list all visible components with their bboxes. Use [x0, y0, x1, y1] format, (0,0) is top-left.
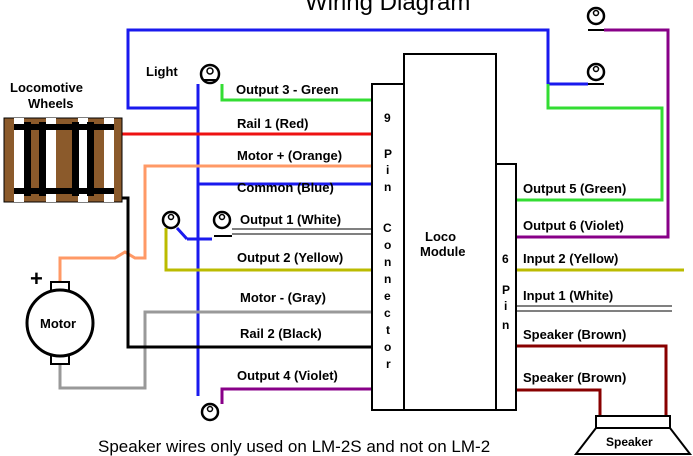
label-speaker-brown-1: Speaker (Brown) — [523, 327, 626, 342]
footnote: Speaker wires only used on LM-2S and not… — [98, 437, 490, 456]
wire-output5-green — [516, 84, 664, 202]
connector-6pin-letters: 6 P i n — [502, 252, 510, 332]
wire-output1-white — [232, 228, 372, 235]
svg-text:o: o — [384, 340, 391, 354]
label-common-blue: Common (Blue) — [237, 180, 334, 195]
bulb-icon-output1-a — [161, 210, 181, 230]
light-label: Light — [146, 64, 178, 79]
label-input2-yellow: Input 2 (Yellow) — [523, 251, 618, 266]
svg-text:i: i — [504, 299, 507, 313]
connector-9pin-letters: 9 P i n C o n n e c t o r — [383, 111, 392, 371]
loco-module-box — [403, 53, 497, 411]
connector-6pin — [495, 163, 517, 411]
label-output2-yellow: Output 2 (Yellow) — [237, 250, 343, 265]
label-output1-white: Output 1 (White) — [240, 212, 341, 227]
wire-motor-plus-orange — [58, 164, 372, 282]
svg-text:c: c — [384, 306, 391, 320]
wire-output4-violet — [220, 387, 372, 404]
module-label-line2: Module — [420, 244, 466, 259]
bulb-icon-output4 — [200, 402, 220, 422]
wire-motor-minus-gray — [58, 310, 372, 390]
wire-output2-yellow — [164, 228, 372, 272]
wire-input1-white — [516, 305, 672, 312]
svg-text:P: P — [502, 283, 510, 297]
wire-output6-violet — [516, 28, 670, 239]
motor-icon — [25, 281, 95, 365]
svg-text:9: 9 — [384, 111, 391, 125]
svg-text:i: i — [386, 163, 389, 177]
label-output5-green: Output 5 (Green) — [523, 181, 626, 196]
label-input1-white: Input 1 (White) — [523, 288, 613, 303]
locomotive-label-line2: Wheels — [28, 96, 74, 111]
wire-blue-common — [126, 28, 588, 396]
bulb-icon-output6 — [586, 6, 606, 31]
locomotive-wheels-icon — [3, 117, 123, 203]
svg-text:e: e — [384, 289, 391, 303]
wire-speaker-brown-1 — [516, 344, 668, 418]
speaker-icon — [573, 415, 693, 455]
svg-text:P: P — [384, 147, 392, 161]
svg-text:n: n — [384, 180, 391, 194]
svg-text:t: t — [386, 323, 390, 337]
bulb-icon-output5 — [586, 62, 606, 85]
label-motor-minus-gray: Motor - (Gray) — [240, 290, 326, 305]
wire-speaker-brown-2 — [516, 388, 602, 418]
wire-rail2-black — [118, 196, 372, 349]
diagram-title: Wiring Diagram — [305, 0, 470, 16]
svg-text:r: r — [386, 357, 391, 371]
svg-text:6: 6 — [502, 252, 509, 266]
label-rail2-black: Rail 2 (Black) — [240, 326, 322, 341]
label-rail1-red: Rail 1 (Red) — [237, 116, 309, 131]
label-motor-plus-orange: Motor + (Orange) — [237, 148, 342, 163]
label-output4-violet: Output 4 (Violet) — [237, 368, 338, 383]
label-output6-violet: Output 6 (Violet) — [523, 218, 624, 233]
speaker-label: Speaker — [606, 435, 653, 449]
svg-text:o: o — [384, 238, 391, 252]
module-label-line1: Loco — [425, 229, 456, 244]
locomotive-label-line1: Locomotive — [10, 80, 83, 95]
bulb-icon-output1-b — [212, 210, 232, 237]
svg-text:C: C — [383, 221, 392, 235]
bulb-icon-light — [199, 63, 221, 85]
wire-output3-green — [220, 84, 372, 102]
label-output3-green: Output 3 - Green — [236, 82, 339, 97]
svg-text:n: n — [384, 272, 391, 286]
motor-label: Motor — [40, 316, 76, 331]
label-speaker-brown-2: Speaker (Brown) — [523, 370, 626, 385]
motor-plus-sign: + — [30, 266, 43, 291]
svg-text:n: n — [502, 318, 509, 332]
svg-text:n: n — [384, 255, 391, 269]
